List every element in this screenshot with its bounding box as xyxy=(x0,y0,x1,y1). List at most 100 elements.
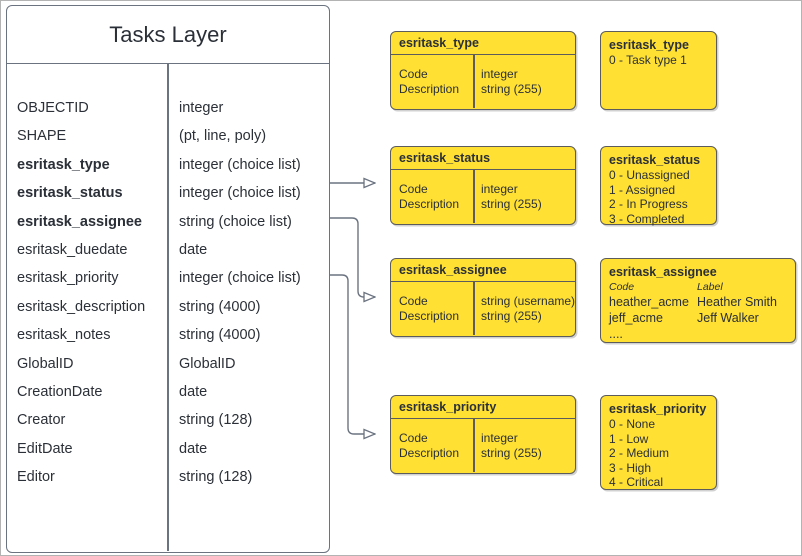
schema-box-title: esritask_priority xyxy=(391,396,575,419)
schema-box-title: esritask_status xyxy=(391,147,575,170)
field-name: GlobalID xyxy=(17,355,74,372)
field-type: integer (choice list) xyxy=(179,270,301,287)
schema-box-divider xyxy=(473,282,475,336)
field-type: string (4000) xyxy=(179,298,261,315)
domain-value: 1 - Assigned xyxy=(609,182,676,197)
field-type: integer (choice list) xyxy=(179,156,301,173)
table-row: SHAPE (pt, line, poly) xyxy=(7,122,329,150)
field-name: CreationDate xyxy=(17,383,103,400)
table-row: esritask_duedate date xyxy=(7,236,329,264)
domain-value: 1 - Low xyxy=(609,431,649,446)
table-row: EditDate date xyxy=(7,435,329,463)
table-row: esritask_assignee string (choice list) xyxy=(7,208,329,236)
domain-grid-header: Code Label xyxy=(609,280,787,294)
field-type: (pt, line, poly) xyxy=(179,128,267,145)
domain-value: 3 - Completed xyxy=(609,211,685,226)
field-name: EditDate xyxy=(17,440,73,457)
schema-box-divider xyxy=(473,419,475,473)
field-name: esritask_status xyxy=(17,185,123,202)
field-name: Creator xyxy=(17,412,66,429)
domain-box-title: esritask_status xyxy=(609,153,701,167)
schema-field-type: integer xyxy=(481,182,518,196)
field-type: string (128) xyxy=(179,412,253,429)
tasks-layer-title: Tasks Layer xyxy=(7,6,329,64)
field-name: esritask_priority xyxy=(17,270,119,287)
schema-field-name: Code xyxy=(399,294,428,308)
schema-box-field-names: Code Description xyxy=(399,431,459,461)
schema-box-field-types: integer string (255) xyxy=(481,182,542,212)
schema-box-field-types: integer string (255) xyxy=(481,67,542,97)
schema-field-name: Description xyxy=(399,309,460,323)
schema-field-type: integer xyxy=(481,67,518,81)
table-row: Creator string (128) xyxy=(7,406,329,434)
domain-box-title: esritask_assignee xyxy=(609,265,717,279)
schema-field-type: string (255) xyxy=(481,82,542,96)
schema-box-body: Code Description integer string (255) xyxy=(391,55,575,109)
domain-value: 4 - Critical xyxy=(609,475,664,489)
table-row: CreationDate date xyxy=(7,378,329,406)
field-name: esritask_description xyxy=(17,298,146,315)
field-type: date xyxy=(179,440,208,457)
schema-field-name: Description xyxy=(399,82,460,96)
schema-box-title: esritask_type xyxy=(391,32,575,55)
table-column-divider xyxy=(167,64,169,552)
schema-box-field-names: Code Description xyxy=(399,67,459,97)
domain-code: heather_acme xyxy=(609,295,689,309)
schema-field-name: Description xyxy=(399,446,460,460)
table-row: esritask_type integer (choice list) xyxy=(7,151,329,179)
schema-field-name: Code xyxy=(399,182,428,196)
field-name: esritask_notes xyxy=(17,327,111,344)
field-name: esritask_type xyxy=(17,156,110,173)
domain-code: jeff_acme xyxy=(609,311,663,325)
domain-grid-header-label: Label xyxy=(697,281,723,293)
table-row: OBJECTID integer xyxy=(7,94,329,122)
field-name: SHAPE xyxy=(17,128,67,145)
schema-box-body: Code Description integer string (255) xyxy=(391,419,575,473)
tasks-layer-body: OBJECTID integer SHAPE (pt, line, poly) … xyxy=(7,64,329,552)
table-row: Editor string (128) xyxy=(7,463,329,491)
field-type: date xyxy=(179,241,208,258)
domain-value: 2 - In Progress xyxy=(609,197,688,211)
field-name: Editor xyxy=(17,469,55,486)
domain-grid-ellipsis: .... xyxy=(609,327,623,341)
table-row: GlobalID GlobalID xyxy=(7,350,329,378)
domain-value: 3 - High xyxy=(609,460,652,475)
table-row: esritask_notes string (4000) xyxy=(7,321,329,349)
field-type: integer xyxy=(179,100,224,116)
schema-field-type: integer xyxy=(481,431,518,445)
field-type: GlobalID xyxy=(179,355,236,372)
domain-value: 0 - Unassigned xyxy=(609,168,690,182)
field-row-list: OBJECTID integer SHAPE (pt, line, poly) … xyxy=(7,94,329,491)
field-type: string (choice list) xyxy=(179,213,292,230)
field-type: string (128) xyxy=(179,469,253,486)
domain-value: 2 - Medium xyxy=(609,446,670,460)
schema-box-esritask-type: esritask_type Code Description integer s… xyxy=(390,31,576,110)
domain-box-title: esritask_type xyxy=(609,38,689,52)
schema-box-title: esritask_assignee xyxy=(391,259,575,282)
domain-value: 0 - Task type 1 xyxy=(609,53,687,67)
schema-field-type: string (255) xyxy=(481,309,542,323)
field-name: esritask_assignee xyxy=(17,213,142,230)
schema-field-type: string (255) xyxy=(481,197,542,211)
tasks-layer-table: Tasks Layer OBJECTID integer SHAPE (pt, … xyxy=(6,5,330,553)
table-row: esritask_status integer (choice list) xyxy=(7,179,329,207)
domain-box-esritask-assignee: esritask_assignee Code Label heather_acme… xyxy=(600,258,796,343)
schema-field-name: Code xyxy=(399,67,428,81)
schema-field-name: Description xyxy=(399,197,460,211)
domain-grid-header-code: Code xyxy=(609,281,635,293)
domain-grid-row: jeff_acme Jeff Walker xyxy=(609,310,787,326)
domain-label: Jeff Walker xyxy=(697,311,759,325)
schema-box-divider xyxy=(473,55,475,109)
domain-value: 0 - None xyxy=(609,417,656,431)
field-type: string (4000) xyxy=(179,327,261,344)
domain-box-esritask-type: esritask_type 0 - Task type 1 xyxy=(600,31,717,110)
schema-box-field-types: string (username) string (255) xyxy=(481,294,575,324)
schema-box-field-types: integer string (255) xyxy=(481,431,542,461)
field-type: integer (choice list) xyxy=(179,185,301,202)
schema-box-esritask-status: esritask_status Code Description integer… xyxy=(390,146,576,225)
field-type: date xyxy=(179,383,208,400)
schema-box-field-names: Code Description xyxy=(399,294,459,324)
schema-box-field-names: Code Description xyxy=(399,182,459,212)
